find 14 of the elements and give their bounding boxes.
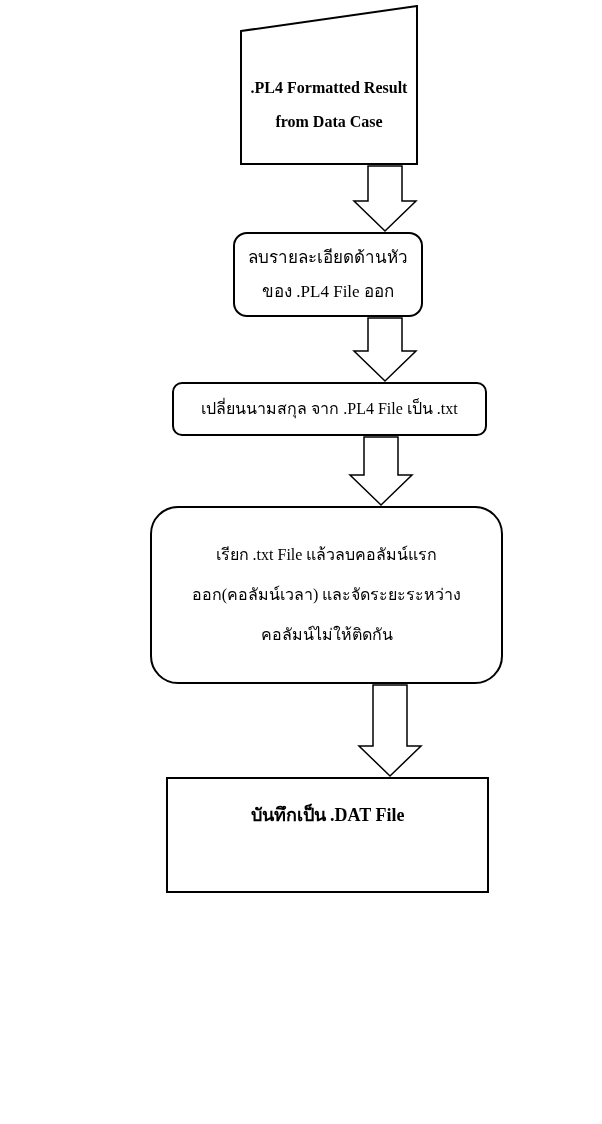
block-arrow <box>357 684 423 778</box>
node-text: เรียก .txt File แล้วลบคอลัมน์แรกออก(คอลัมน์เวลา) และจัดระยะระหว่างคอลัมน์ไม่ให้ติดกัน <box>190 544 463 645</box>
manual-input-shape <box>240 5 418 165</box>
block-arrow <box>352 165 418 233</box>
node-text: เปลี่ยนนามสกุล จาก .PL4 File เป็น .txt <box>201 397 458 421</box>
node-text: .PL4 Formatted Result from Data Case <box>249 78 409 132</box>
process-box <box>150 506 503 684</box>
node-text: บันทึกเป็น .DAT File <box>250 802 405 827</box>
process-box <box>166 777 489 893</box>
node-text: ลบรายละเอียดด้านหัวของ .PL4 File ออก <box>247 246 409 303</box>
block-arrow <box>352 317 418 383</box>
process-box <box>172 382 487 436</box>
block-arrow <box>348 436 414 507</box>
process-box <box>233 232 423 317</box>
